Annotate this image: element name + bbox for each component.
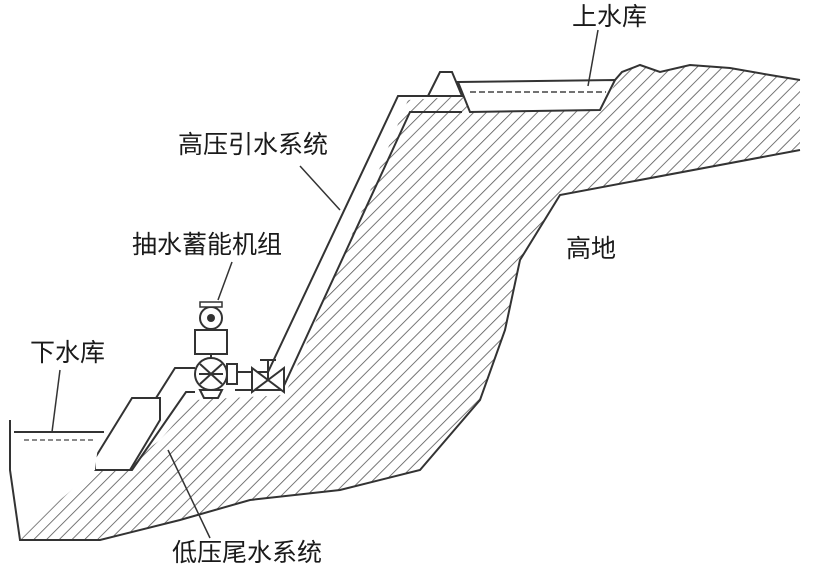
leader-lower-reservoir [51, 369, 61, 433]
leader-tailrace [167, 449, 211, 539]
intake-structure [426, 71, 464, 97]
upper-reservoir-label: 上水库 [572, 2, 648, 31]
pumped-storage-unit-label: 抽水蓄能机组 [132, 230, 283, 259]
lower-reservoir-water [0, 430, 100, 540]
valve-icon [251, 359, 285, 394]
leader-unit [217, 261, 233, 301]
lower-reservoir-label: 下水库 [30, 338, 106, 367]
lower-ground-surface [9, 149, 801, 541]
leader-high-pressure [299, 165, 341, 211]
highland-ground [20, 65, 800, 540]
high-pressure-penstock-inner [235, 111, 462, 391]
leader-upper-reservoir [587, 29, 599, 87]
upper-ground-surface [614, 63, 801, 81]
highland-label: 高地 [566, 234, 617, 263]
pumped-storage-unit-icon [194, 301, 238, 399]
upper-reservoir-water [456, 78, 617, 114]
low-pressure-tail-system-label: 低压尾水系统 [172, 538, 323, 567]
high-pressure-system-label: 高压引水系统 [178, 130, 329, 159]
